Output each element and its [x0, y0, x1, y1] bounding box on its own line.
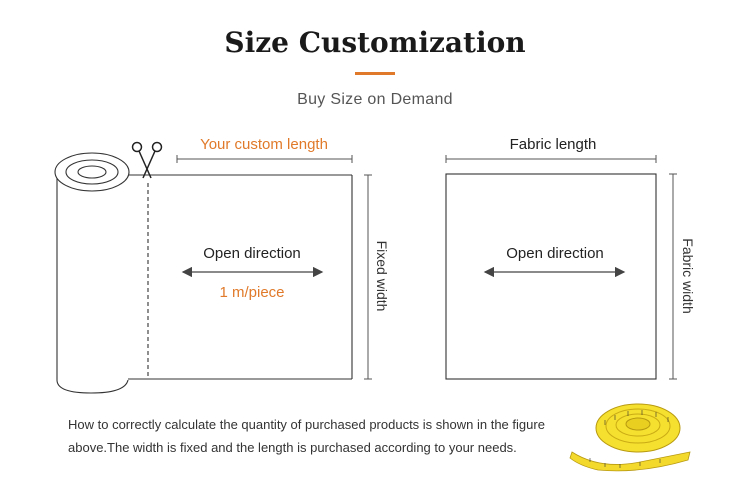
quantity-label: 1 m/piece [219, 284, 284, 301]
custom-length-dimension [176, 155, 353, 163]
footer-note: How to correctly calculate the quantity … [68, 413, 588, 459]
fixed-width-label: Fixed width [374, 241, 390, 312]
footer-line-1: How to correctly calculate the quantity … [68, 417, 545, 432]
fabric-roll-icon [54, 152, 353, 394]
page-title: Size Customization [224, 26, 526, 59]
fabric-rectangle [445, 173, 657, 380]
fixed-width-dimension [364, 174, 372, 380]
title-underline [355, 72, 395, 75]
tape-measure-icon [569, 403, 691, 472]
scissors-icon [131, 141, 163, 179]
right-panel: Fabric length Fabric width Open directio… [445, 136, 696, 380]
right-open-direction-label: Open direction [506, 245, 604, 262]
left-open-direction-label: Open direction [203, 245, 301, 262]
fabric-width-label: Fabric width [680, 238, 696, 313]
footer-line-2: above.The width is fixed and the length … [68, 440, 517, 455]
fabric-width-dimension [669, 173, 677, 380]
page-subtitle: Buy Size on Demand [297, 91, 453, 108]
custom-length-label: Your custom length [200, 136, 328, 153]
fabric-length-label: Fabric length [510, 136, 597, 153]
fabric-length-dimension [445, 155, 657, 163]
left-panel: Your custom length Fixed width Open dire… [54, 136, 390, 394]
